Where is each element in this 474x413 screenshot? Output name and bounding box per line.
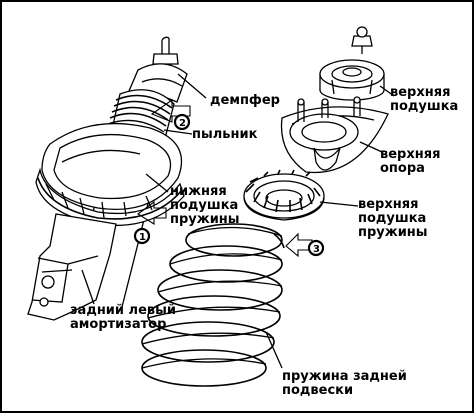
upper-mount-part [280, 96, 389, 174]
callout-marker-2: 2 [150, 98, 191, 131]
callout-marker-1: 1 [133, 200, 167, 245]
label-rear-spring-line1: пружина задней [282, 369, 407, 384]
label-rear-spring-line2: подвески [282, 383, 354, 398]
label-upper-spring-pad-line1: верхняя [358, 197, 419, 212]
label-rear-spring: пружина задней подвески [282, 370, 407, 398]
label-lower-spring-pad-line1: нижняя [170, 184, 227, 199]
label-upper-spring-pad: верхняя подушка пружины [358, 198, 428, 240]
label-upper-cushion-line2: подушка [390, 99, 459, 114]
label-damper: демпфер [210, 93, 280, 108]
upper-cushion-part [319, 26, 385, 101]
label-lower-spring-pad: нижняя подушка пружины [170, 185, 240, 227]
shock-absorber [27, 36, 188, 321]
label-upper-spring-pad-line3: пружины [358, 225, 428, 240]
label-rear-left-shock-line2: амортизатор [70, 317, 167, 332]
leader-lines [81, 73, 395, 369]
callout-3-number: 3 [313, 244, 320, 255]
callout-2-number: 2 [179, 118, 186, 129]
label-upper-mount-line1: верхняя [380, 147, 441, 162]
label-lower-spring-pad-line3: пружины [170, 212, 240, 227]
label-rear-left-shock-line1: задний левый [70, 303, 176, 318]
upper-spring-pad-part [243, 169, 325, 221]
label-upper-cushion: верхняя подушка [390, 86, 458, 114]
coil-spring-part [141, 223, 283, 387]
callout-marker-3: 3 [273, 232, 325, 258]
label-upper-spring-pad-line2: подушка [358, 211, 427, 226]
callout-1-number: 1 [139, 232, 146, 243]
label-lower-spring-pad-line2: подушка [170, 198, 239, 213]
label-upper-mount: верхняя опора [380, 148, 440, 176]
label-rear-left-shock: задний левый амортизатор [70, 304, 176, 332]
label-dust-boot: пыльник [192, 127, 258, 142]
label-upper-mount-line2: опора [380, 161, 425, 176]
label-upper-cushion-line1: верхняя [390, 85, 451, 100]
